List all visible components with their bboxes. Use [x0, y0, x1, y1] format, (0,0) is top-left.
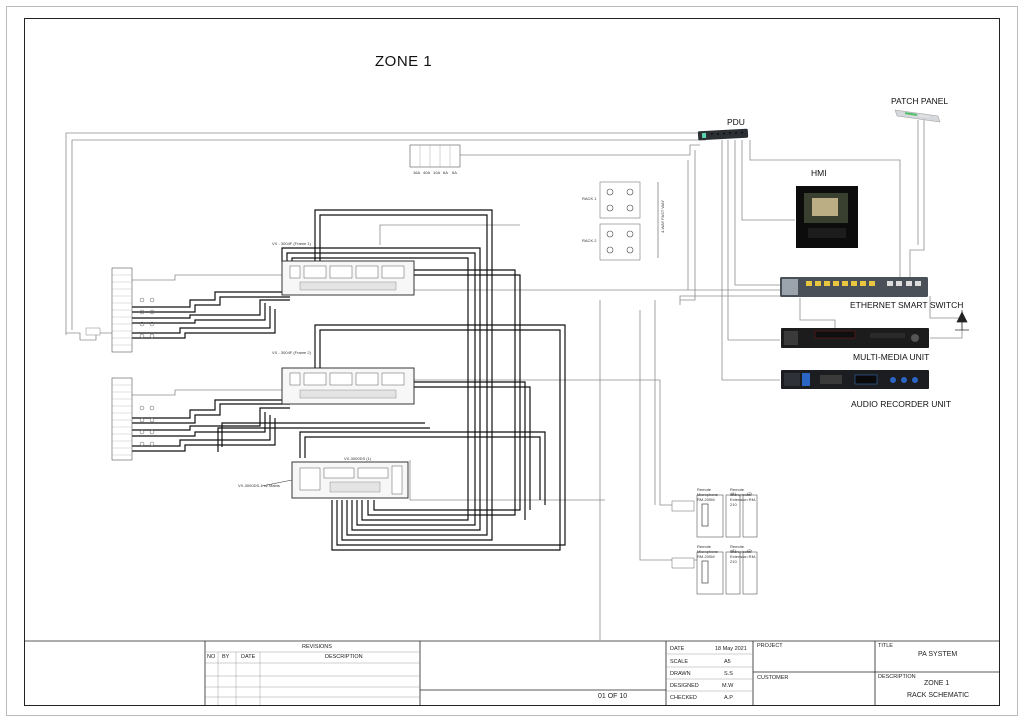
outer-frame [6, 6, 1018, 716]
rack-1-label: RACK 1 [582, 196, 597, 201]
multimedia-unit-label: MULTI-MEDIA UNIT [853, 352, 930, 362]
rev-col-date: DATE [241, 654, 256, 660]
multimedia-unit-device [781, 328, 929, 348]
scale-label: SCALE [670, 659, 689, 665]
rack-2 [599, 223, 641, 261]
checked-value: A.P [724, 695, 733, 701]
mic1-ext-col1: (1) [731, 491, 736, 496]
description-line2: RACK SCHEMATIC [907, 692, 970, 699]
rack-2-label: RACK 2 [582, 238, 597, 243]
customer-label: CUSTOMER [757, 675, 789, 681]
zone-title: ZONE 1 [375, 53, 433, 70]
patch-panel-device [894, 109, 941, 123]
pdu-device [697, 128, 749, 141]
mic1-ext-title: Remote Microphone Extension RM-210 [730, 487, 757, 507]
frame-2-label: VX - 3004F (Frame 2) [272, 350, 311, 355]
speaker-wires [130, 209, 566, 551]
breaker-4: 6A [443, 170, 448, 175]
remote-mic-set-2 [671, 551, 758, 595]
mic2-ext-title: Remote Microphone Extension RM-210 [730, 544, 757, 564]
ethernet-switch-device [780, 277, 928, 297]
title-value: PA SYSTEM [918, 651, 958, 658]
date-value: 18 May 2021 [715, 646, 747, 652]
rev-col-description: DESCRIPTION [325, 654, 363, 660]
antenna-icon [955, 310, 969, 331]
title-block-grid [25, 640, 999, 705]
hmi-device [796, 186, 858, 248]
rev-col-no: NO [207, 654, 216, 660]
scale-value: A5 [724, 659, 731, 665]
vx-mains-leader [261, 479, 293, 487]
breaker-1: 16A [413, 170, 421, 175]
title-label: TITLE [878, 643, 893, 649]
revisions-label: REVISIONS [302, 644, 332, 650]
project-label: PROJECT [757, 643, 783, 649]
audio-recorder-label: AUDIO RECORDER UNIT [851, 399, 952, 409]
terminal-strip-frame1 [85, 267, 133, 353]
mic1-title: Remote Microphone RM-200M [697, 487, 718, 502]
sheet-number: 01 OF 10 [598, 693, 628, 700]
frame-1-label: VX - 3004F (Frame 1) [272, 241, 311, 246]
drawn-label: DRAWN [670, 671, 691, 677]
rack-link-label: 4-WAY FAST WAY [659, 200, 665, 233]
patch-panel-label: PATCH PANEL [891, 96, 949, 106]
ethernet-switch-label: ETHERNET SMART SWITCH [850, 300, 964, 310]
drawn-value: S.S [724, 671, 733, 677]
rev-col-by: BY [222, 654, 230, 660]
breaker-2: 40A [423, 170, 431, 175]
mic2-ext-col1: (1) [731, 548, 736, 553]
designed-value: M.W [722, 683, 734, 689]
frame-2-unit [281, 367, 415, 405]
mic2-title: Remote Microphone RM-200M [697, 544, 718, 559]
audio-recorder-device [781, 370, 929, 389]
breaker-box [409, 144, 461, 168]
description-line1: ZONE 1 [924, 680, 950, 687]
designed-label: DESIGNED [670, 683, 699, 689]
terminal-strip-frame2 [111, 377, 133, 461]
pdu-label: PDU [727, 117, 745, 127]
date-label: DATE [670, 646, 685, 652]
mic1-ext-col2: (2) [747, 491, 752, 496]
hmi-label: HMI [811, 168, 827, 178]
vx-main-label: VX-3000DS (1) [344, 456, 372, 461]
frame-1-unit [281, 260, 415, 296]
mic2-ext-col2: (2) [747, 548, 752, 553]
rack-1 [599, 181, 641, 219]
description-label: DESCRIPTION [878, 674, 916, 680]
vx-mains-label: VX-3000DS-1 x2 Mains [238, 483, 280, 488]
breaker-3: 10A [433, 170, 441, 175]
checked-label: CHECKED [670, 695, 697, 701]
breaker-5: 6A [452, 170, 457, 175]
vx-main-unit [291, 461, 409, 499]
remote-mic-set-1 [671, 494, 758, 538]
speaker-symbols [139, 297, 155, 447]
drawing-border [24, 18, 1000, 706]
